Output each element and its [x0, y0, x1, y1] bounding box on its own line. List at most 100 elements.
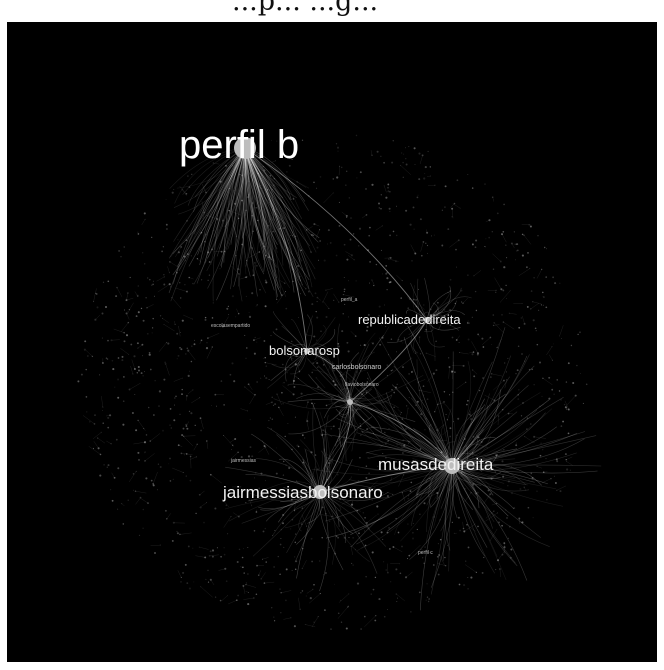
graph-minor-node	[360, 344, 362, 346]
graph-minor-node	[406, 558, 409, 560]
graph-edge	[559, 325, 564, 337]
graph-minor-node	[464, 488, 466, 490]
graph-edge	[171, 297, 182, 309]
graph-edge	[129, 302, 134, 310]
graph-minor-node	[503, 379, 505, 382]
graph-minor-node	[389, 256, 392, 259]
graph-minor-node	[389, 191, 391, 193]
graph-edge	[237, 218, 239, 220]
graph-minor-node	[510, 242, 513, 245]
graph-edge	[213, 147, 246, 237]
graph-minor-node	[280, 537, 282, 539]
graph-edge	[244, 147, 287, 225]
graph-minor-node	[143, 427, 145, 430]
graph-edge	[146, 304, 154, 308]
graph-edge	[426, 319, 460, 331]
graph-minor-node	[301, 568, 303, 570]
graph-minor-node	[147, 502, 149, 504]
graph-minor-node	[260, 472, 263, 475]
graph-minor-node	[403, 444, 406, 447]
graph-minor-node	[395, 517, 397, 520]
graph-minor-node	[291, 340, 293, 343]
graph-edge	[532, 301, 542, 305]
graph-minor-node	[142, 252, 144, 254]
graph-minor-node	[311, 371, 314, 374]
graph-minor-node	[248, 194, 250, 196]
graph-edge	[320, 433, 453, 467]
graph-minor-node	[184, 563, 187, 566]
graph-minor-node	[533, 435, 536, 438]
graph-minor-node	[219, 180, 222, 183]
graph-minor-node	[463, 530, 466, 533]
graph-minor-node	[426, 583, 428, 585]
graph-minor-node	[169, 480, 172, 482]
graph-minor-node	[431, 552, 433, 554]
graph-edge	[244, 147, 300, 291]
graph-edge	[319, 415, 329, 493]
graph-minor-node	[408, 554, 411, 557]
graph-minor-node	[128, 388, 131, 391]
graph-minor-node	[147, 277, 149, 279]
graph-edge	[466, 524, 476, 532]
graph-minor-node	[402, 439, 405, 442]
graph-minor-node	[500, 288, 503, 291]
graph-minor-node	[482, 346, 485, 348]
graph-minor-node	[381, 336, 384, 339]
graph-edge	[239, 566, 243, 568]
graph-minor-node	[123, 340, 126, 343]
graph-minor-node	[167, 342, 170, 345]
graph-minor-node	[334, 583, 336, 585]
graph-edge	[493, 324, 500, 326]
graph-minor-node	[476, 353, 479, 356]
graph-minor-node	[247, 455, 251, 458]
graph-minor-node	[188, 276, 190, 279]
graph-edge	[141, 219, 146, 226]
graph-edge	[485, 512, 498, 522]
graph-minor-node	[84, 340, 87, 343]
graph-edge	[273, 311, 308, 352]
graph-minor-node	[281, 294, 283, 296]
graph-minor-node	[402, 452, 404, 454]
graph-minor-node	[184, 284, 186, 286]
graph-minor-node	[395, 234, 398, 237]
graph-minor-node	[284, 282, 286, 284]
graph-edge	[349, 369, 369, 403]
graph-edge	[464, 523, 476, 532]
graph-minor-node	[536, 343, 539, 346]
graph-minor-node	[137, 419, 139, 422]
graph-minor-node	[361, 393, 363, 395]
graph-minor-node	[553, 393, 555, 395]
graph-minor-node	[294, 568, 297, 571]
graph-edge	[305, 334, 315, 337]
graph-minor-node	[388, 281, 391, 284]
graph-minor-node	[137, 285, 139, 287]
graph-minor-node	[448, 366, 451, 368]
graph-minor-node	[319, 229, 321, 231]
graph-minor-node	[316, 468, 319, 471]
graph-edge	[199, 147, 246, 265]
graph-edge	[234, 147, 246, 302]
graph-minor-node	[256, 341, 258, 343]
graph-edge	[451, 393, 506, 467]
graph-minor-node	[332, 192, 334, 194]
graph-minor-node	[481, 571, 484, 574]
graph-minor-node	[343, 277, 345, 278]
graph-minor-node	[251, 455, 254, 458]
graph-minor-node	[282, 403, 284, 405]
graph-minor-node	[151, 236, 153, 239]
graph-minor-node	[449, 308, 452, 312]
graph-minor-node	[273, 178, 275, 180]
graph-minor-node	[201, 279, 203, 281]
graph-edge	[113, 328, 125, 333]
graph-minor-node	[248, 592, 250, 593]
graph-edge	[244, 147, 293, 256]
graph-minor-node	[285, 599, 287, 602]
graph-minor-node	[507, 537, 509, 539]
graph-edge	[93, 441, 99, 449]
graph-minor-node	[282, 513, 285, 517]
graph-minor-node	[433, 234, 435, 236]
graph-minor-node	[505, 509, 507, 511]
graph-edge	[88, 446, 101, 455]
graph-minor-node	[286, 372, 288, 374]
graph-minor-node	[200, 429, 203, 432]
